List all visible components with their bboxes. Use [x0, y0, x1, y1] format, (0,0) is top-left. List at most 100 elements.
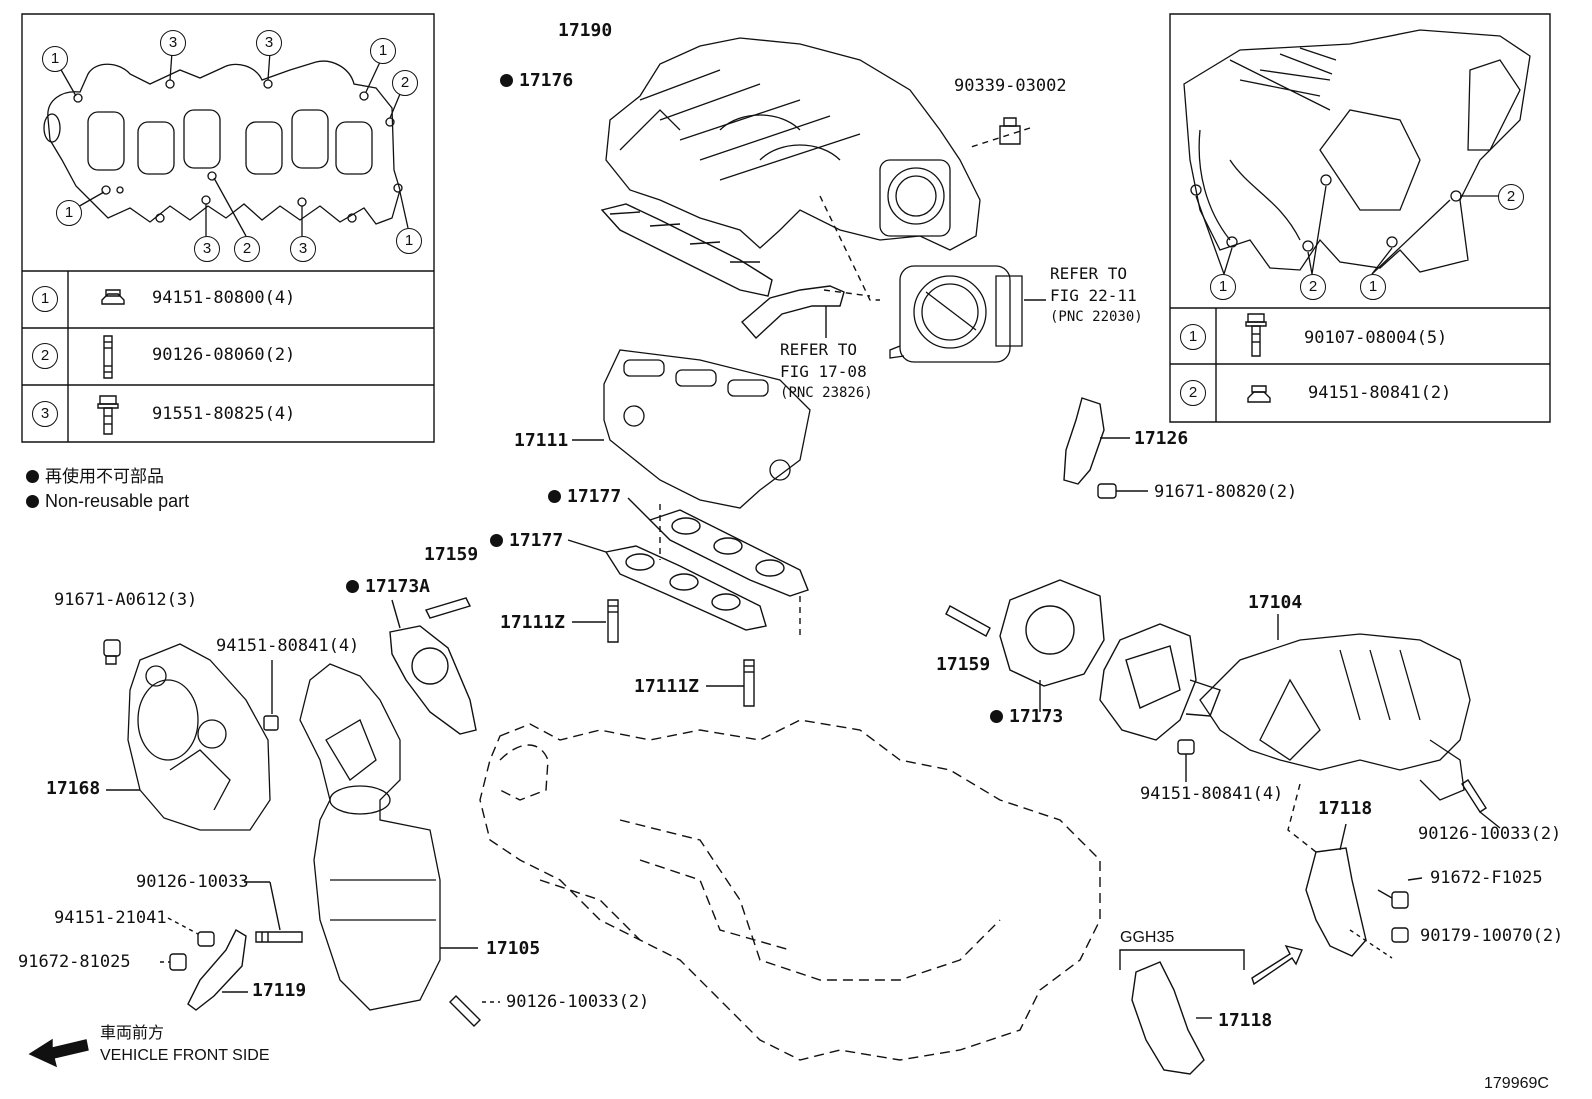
part-label-17168: 17168 [46, 778, 101, 799]
bracket-17118-upper-drawing [1306, 848, 1366, 956]
part-label-94151-80841-right: 94151-80841(4) [1140, 784, 1284, 804]
callout-3: 3 [160, 30, 186, 56]
engine-block-outline [480, 720, 1100, 1060]
leader-17173A [392, 600, 400, 628]
part-label-91672-F1025: 91672-F1025 [1430, 868, 1543, 888]
callout-1: 1 [1360, 274, 1386, 300]
bolt-91672-81025 [170, 954, 186, 970]
row-callout-1: 1 [1180, 324, 1206, 350]
bracket-17118-lower-drawing [1132, 962, 1204, 1074]
part-label-17177-upper: 17177 [548, 488, 621, 506]
stud-90339-drawing [1000, 118, 1020, 144]
part-label-94151-21041: 94151-21041 [54, 908, 167, 928]
part-label-17177-lower: 17177 [490, 532, 563, 550]
refer-throttle-3: (PNC 22030) [1050, 309, 1143, 325]
leader-94151-21041 [168, 918, 198, 934]
part-label-17105: 17105 [486, 938, 541, 959]
part-label-17111: 17111 [514, 430, 569, 451]
manifold-drawing-right-inset [1184, 30, 1530, 274]
front-side-jp: 車両前方 [100, 1025, 165, 1042]
stud-90126-10033-lower [450, 996, 480, 1026]
nut-94151-80841-left [264, 660, 278, 730]
part-number-90126-08060: 90126-08060(2) [152, 345, 296, 365]
refer-hose-2: FIG 17-08 [780, 362, 867, 381]
part-label-90126-10033-right: 90126-10033(2) [1418, 824, 1562, 844]
part-number-94151-80800: 94151-80800(4) [152, 288, 296, 308]
stud-17111Z-lower [744, 660, 754, 706]
front-arrow-icon [30, 1040, 88, 1066]
exhaust-manifold-17105-drawing [300, 664, 440, 1010]
nut-94151-80841-right [1178, 740, 1194, 782]
flange-bolt-icon-right [1246, 314, 1266, 356]
part-label-17173: 17173 [990, 708, 1063, 726]
leader-91672-F1025 [1408, 878, 1422, 880]
callout-1: 1 [42, 46, 68, 72]
callout-2: 2 [234, 236, 260, 262]
refer-hose-3: (PNC 23826) [780, 385, 873, 401]
part-label-17118-upper: 17118 [1318, 798, 1373, 819]
part-label-17118-lower: 17118 [1218, 1010, 1273, 1031]
part-label-90126-10033-lower: 90126-10033(2) [506, 992, 650, 1012]
row-callout-3: 3 [32, 401, 58, 427]
gasket-17173A-drawing [390, 626, 476, 734]
part-label-17126: 17126 [1134, 428, 1189, 449]
gasket-17173-drawing [1000, 580, 1104, 686]
nut-icon-right [1248, 386, 1270, 402]
stud-90126-10033-right [1462, 780, 1486, 812]
callout-3: 3 [194, 236, 220, 262]
stud-90126-10033 [256, 932, 302, 942]
inset-left-frame [22, 14, 434, 442]
refer-throttle-1: REFER TO [1050, 264, 1128, 283]
leader-gasket-dash [660, 504, 800, 640]
arrow-icon [1252, 946, 1302, 984]
bolt-91672-F1025 [1378, 890, 1408, 908]
front-side-en: VEHICLE FRONT SIDE [100, 1047, 270, 1064]
callout-1: 1 [56, 200, 82, 226]
part-number-91551-80825: 91551-80825(4) [152, 404, 296, 424]
variant-label-GGH35: GGH35 [1120, 929, 1175, 946]
bracket-17119-drawing [188, 930, 246, 1010]
exhaust-manifold-17104-drawing [1200, 634, 1470, 800]
inset-right-frame [1170, 14, 1550, 422]
leader-90126-10033-right [1480, 812, 1500, 828]
part-label-17111Z-lower: 17111Z [634, 676, 700, 697]
legend-en: Non-reusable part [26, 492, 189, 510]
part-label-91672-81025: 91672-81025 [18, 952, 131, 972]
callout-1: 1 [370, 38, 396, 64]
heat-insulator-17168-drawing [128, 644, 270, 830]
leader-90126-10033b [270, 882, 280, 930]
row-callout-2: 2 [32, 343, 58, 369]
part-label-91671-A0612: 91671-A0612(3) [54, 590, 198, 610]
gasket-17177-lower-drawing [606, 546, 766, 630]
row-callout-2: 2 [1180, 380, 1206, 406]
hose-drawing [742, 286, 844, 338]
variant-bracket-line [1120, 950, 1244, 970]
part-label-17173A: 17173A [346, 578, 430, 596]
nut-94151-21041 [198, 932, 214, 946]
part-label-94151-80841-left: 94151-80841(4) [216, 636, 360, 656]
part-label-17190: 17190 [558, 20, 613, 41]
nut-90179-10070 [1392, 928, 1408, 942]
throttle-body-drawing [890, 266, 1022, 362]
stud-icon [104, 336, 112, 378]
part-label-17159-left: 17159 [424, 544, 479, 565]
stud-17111Z-upper [608, 600, 618, 642]
part-label-17119: 17119 [252, 980, 307, 1001]
part-number-90107-08004: 90107-08004(5) [1304, 328, 1448, 348]
callout-3: 3 [256, 30, 282, 56]
bracket-17126-drawing [1064, 398, 1130, 484]
leader-17118a [1340, 824, 1346, 850]
callout-1: 1 [1210, 274, 1236, 300]
part-number-94151-80841: 94151-80841(2) [1308, 383, 1452, 403]
part-label-17104: 17104 [1248, 592, 1303, 613]
bolt-91671-80820 [1098, 484, 1148, 498]
gasket-17177-upper-drawing [650, 510, 808, 596]
gasket-17176-drawing [602, 204, 772, 296]
part-label-17159-right: 17159 [936, 654, 991, 675]
callout-2: 2 [1300, 274, 1326, 300]
part-label-91671-80820: 91671-80820(2) [1154, 482, 1298, 502]
leader-17177a [628, 498, 650, 520]
gasket-drawing-left-inset [44, 52, 408, 236]
part-label-17176: 17176 [500, 72, 573, 90]
